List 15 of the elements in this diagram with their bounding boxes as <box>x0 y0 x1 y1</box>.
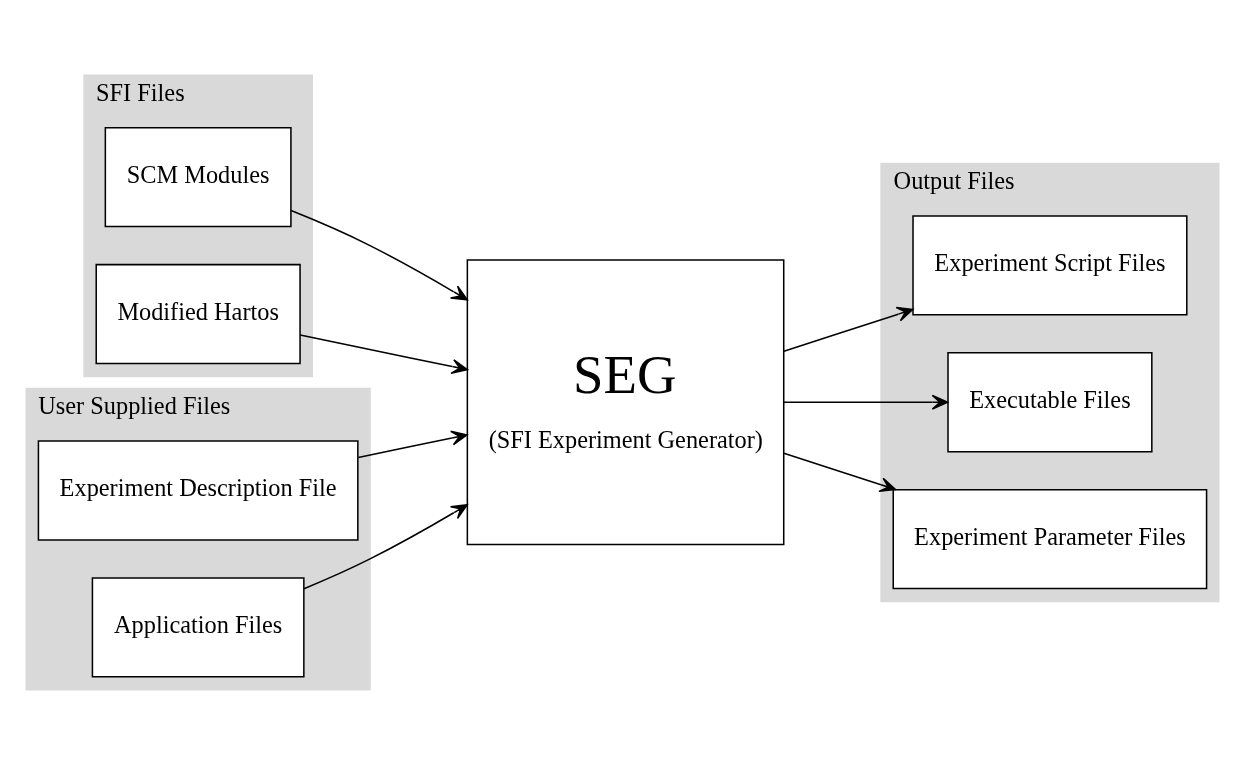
arrow <box>357 430 468 459</box>
node-box: SCM Modules <box>104 126 292 228</box>
node-box: Experiment Parameter Files <box>892 488 1208 590</box>
node-box: Experiment Script Files <box>912 215 1188 316</box>
arrow <box>783 394 949 410</box>
arrow <box>290 209 468 301</box>
arrow <box>783 452 897 493</box>
node-box: Executable Files <box>947 352 1153 453</box>
arrow <box>303 504 468 590</box>
node-box: Modified Hartos <box>95 263 301 365</box>
arrow <box>299 334 469 375</box>
arrow <box>783 306 914 353</box>
node-box: SEG (SFI Experiment Generator) <box>466 259 785 546</box>
node-box: Application Files <box>91 577 305 678</box>
node-box: Experiment Description File <box>37 440 359 541</box>
